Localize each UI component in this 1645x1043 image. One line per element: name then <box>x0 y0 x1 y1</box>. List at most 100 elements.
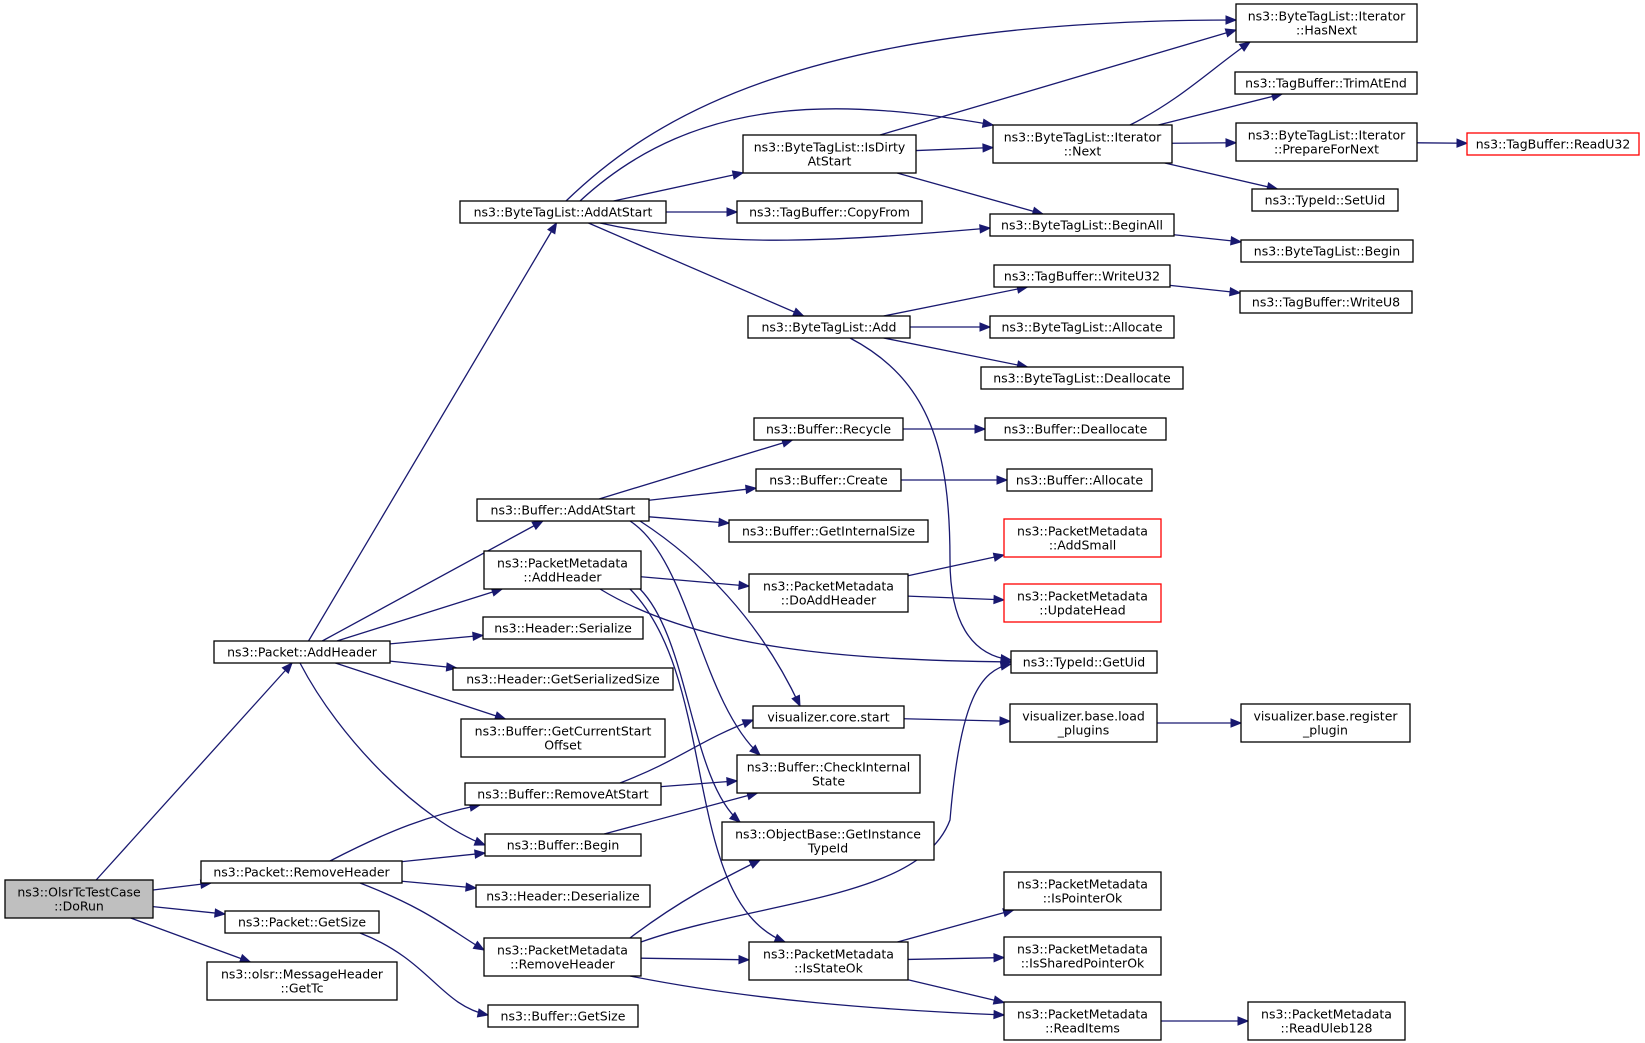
node-btl-deallocate[interactable]: ns3::ByteTagList::Deallocate <box>980 366 1184 390</box>
node-viz-load-plugins[interactable]: visualizer.base.load_plugins <box>1009 703 1158 743</box>
node-pm-addheader[interactable]: ns3::PacketMetadata::AddHeader <box>483 550 642 590</box>
edge-dorun-to-p_getsize <box>152 905 227 918</box>
node-btl-beginall[interactable]: ns3::ByteTagList::BeginAll <box>989 213 1175 237</box>
arrowhead <box>792 307 805 317</box>
node-h-getserializedsize[interactable]: ns3::Header::GetSerializedSize <box>452 667 674 691</box>
node-box <box>1006 468 1153 492</box>
node-label: ns3::PacketMetadata <box>497 556 628 571</box>
node-tb-copyfrom[interactable]: ns3::TagBuffer::CopyFrom <box>736 200 923 224</box>
node-dorun[interactable]: ns3::OlsrTcTestCase::DoRun <box>4 879 154 919</box>
edge-line <box>849 337 1012 661</box>
arrowhead <box>974 424 987 434</box>
node-label: ns3::Packet::RemoveHeader <box>213 865 390 880</box>
node-b-addatstart[interactable]: ns3::Buffer::AddAtStart <box>476 498 650 522</box>
node-pm-ispointerok[interactable]: ns3::PacketMetadata::IsPointerOk <box>1003 871 1162 911</box>
node-pm-readitems[interactable]: ns3::PacketMetadata::ReadItems <box>1003 1001 1162 1041</box>
node-b-allocate[interactable]: ns3::Buffer::Allocate <box>1006 468 1153 492</box>
node-tb-readu32[interactable]: ns3::TagBuffer::ReadU32 <box>1466 132 1640 156</box>
node-h-serialize[interactable]: ns3::Header::Serialize <box>482 616 644 640</box>
node-tb-writeu32[interactable]: ns3::TagBuffer::WriteU32 <box>993 264 1171 288</box>
node-typeid-getuid[interactable]: ns3::TypeId::GetUid <box>1010 650 1158 674</box>
node-box <box>1235 3 1418 43</box>
node-b-deallocate[interactable]: ns3::Buffer::Deallocate <box>984 417 1167 441</box>
node-pm-readuleb128[interactable]: ns3::PacketMetadata::ReadUleb128 <box>1247 1001 1406 1041</box>
node-box <box>452 667 674 691</box>
node-pm-doaddheader[interactable]: ns3::PacketMetadata::DoAddHeader <box>748 573 909 613</box>
node-btl-addatstart[interactable]: ns3::ByteTagList::AddAtStart <box>459 200 667 224</box>
node-b-begin[interactable]: ns3::Buffer::Begin <box>484 833 642 857</box>
node-b-recycle[interactable]: ns3::Buffer::Recycle <box>753 417 904 441</box>
node-label: ns3::Buffer::Allocate <box>1016 473 1144 488</box>
node-label: ns3::ByteTagList::AddAtStart <box>474 205 653 220</box>
edge-line <box>1171 142 1237 144</box>
node-label: ::Next <box>1064 144 1102 159</box>
node-label: TypeId <box>807 841 848 856</box>
edge-line <box>603 792 758 835</box>
node-box <box>1003 1001 1162 1041</box>
edge-btl_isdirty-to-btli_hasnext <box>879 28 1238 136</box>
node-b-getsize[interactable]: ns3::Buffer::GetSize <box>487 1004 639 1028</box>
node-b-getinternalsize[interactable]: ns3::Buffer::GetInternalSize <box>728 519 929 543</box>
node-pm-issharedpointerok[interactable]: ns3::PacketMetadata::IsSharedPointerOk <box>1003 936 1162 976</box>
node-pm-isstateok[interactable]: ns3::PacketMetadata::IsStateOk <box>748 941 909 981</box>
node-b-removeatstart[interactable]: ns3::Buffer::RemoveAtStart <box>464 782 662 806</box>
edge-line <box>389 634 484 645</box>
node-btl-add[interactable]: ns3::ByteTagList::Add <box>747 315 911 339</box>
arrowhead <box>1229 287 1242 297</box>
node-btl-begin[interactable]: ns3::ByteTagList::Begin <box>1240 239 1414 263</box>
node-typeid-setuid[interactable]: ns3::TypeId::SetUid <box>1251 188 1399 212</box>
node-btli-preparefornext[interactable]: ns3::ByteTagList::Iterator::PrepareForNe… <box>1235 122 1418 162</box>
node-pm-updatehead[interactable]: ns3::PacketMetadata::UpdateHead <box>1003 583 1162 623</box>
arrowhead <box>726 776 739 787</box>
edge-line <box>629 975 1005 1016</box>
edge-tb_writeu32-to-tb_writeu8 <box>1169 284 1242 297</box>
arrowhead <box>996 475 1009 485</box>
node-viz-core-start[interactable]: visualizer.core.start <box>752 705 905 729</box>
node-btl-allocate[interactable]: ns3::ByteTagList::Allocate <box>989 315 1175 339</box>
edge-line <box>640 663 1012 943</box>
node-p-addheader[interactable]: ns3::Packet::AddHeader <box>213 640 391 664</box>
node-h-deserialize[interactable]: ns3::Header::Deserialize <box>475 884 651 908</box>
node-b-create[interactable]: ns3::Buffer::Create <box>755 468 902 492</box>
edge-line <box>95 662 293 881</box>
edge-line <box>579 108 994 202</box>
node-viz-register-plugin[interactable]: visualizer.base.register_plugin <box>1240 703 1411 743</box>
node-olsr-gettc[interactable]: ns3::olsr::MessageHeader::GetTc <box>206 961 398 1001</box>
edge-p_removeheader-to-pm_removeheader <box>359 882 486 951</box>
node-box <box>748 573 909 613</box>
edge-btl_isdirty-to-btl_beginall <box>896 172 1045 216</box>
node-label: ns3::Buffer::Recycle <box>766 422 891 437</box>
edge-line <box>648 487 757 501</box>
edge-line <box>897 909 1014 943</box>
edge-line <box>1169 284 1241 294</box>
node-label: ::AddHeader <box>523 570 602 585</box>
node-pm-removeheader[interactable]: ns3::PacketMetadata::RemoveHeader <box>483 937 642 977</box>
node-btli-hasnext[interactable]: ns3::ByteTagList::Iterator::HasNext <box>1235 3 1418 43</box>
edge-line <box>336 588 503 642</box>
node-pm-addsmall[interactable]: ns3::PacketMetadata::AddSmall <box>1003 518 1162 558</box>
edge-pm_isstateok-to-pm_issharedpointerok <box>907 953 1006 963</box>
node-label: ns3::PacketMetadata <box>1261 1007 1392 1022</box>
node-label: ::DoRun <box>54 899 104 914</box>
arrowhead <box>1000 654 1013 664</box>
edge-line <box>1164 162 1278 190</box>
node-box <box>1003 583 1162 623</box>
node-label: AtStart <box>808 154 852 169</box>
node-p-getsize[interactable]: ns3::Packet::GetSize <box>224 910 380 934</box>
node-box <box>980 366 1184 390</box>
node-p-removeheader[interactable]: ns3::Packet::RemoveHeader <box>200 860 403 884</box>
node-box <box>728 519 929 543</box>
node-label: State <box>812 774 845 789</box>
arrowhead <box>1456 138 1469 148</box>
edge-btl_addatstart-to-btl_add <box>588 222 805 317</box>
arrowhead <box>791 694 801 708</box>
node-btli-next[interactable]: ns3::ByteTagList::Iterator::Next <box>992 124 1173 164</box>
node-tb-trimatend[interactable]: ns3::TagBuffer::TrimAtEnd <box>1234 71 1418 95</box>
edge-btli_next-to-typeid_setuid <box>1164 162 1279 192</box>
node-label: ns3::Buffer::GetCurrentStart <box>475 724 652 739</box>
node-tb-writeu8[interactable]: ns3::TagBuffer::WriteU8 <box>1239 290 1413 314</box>
